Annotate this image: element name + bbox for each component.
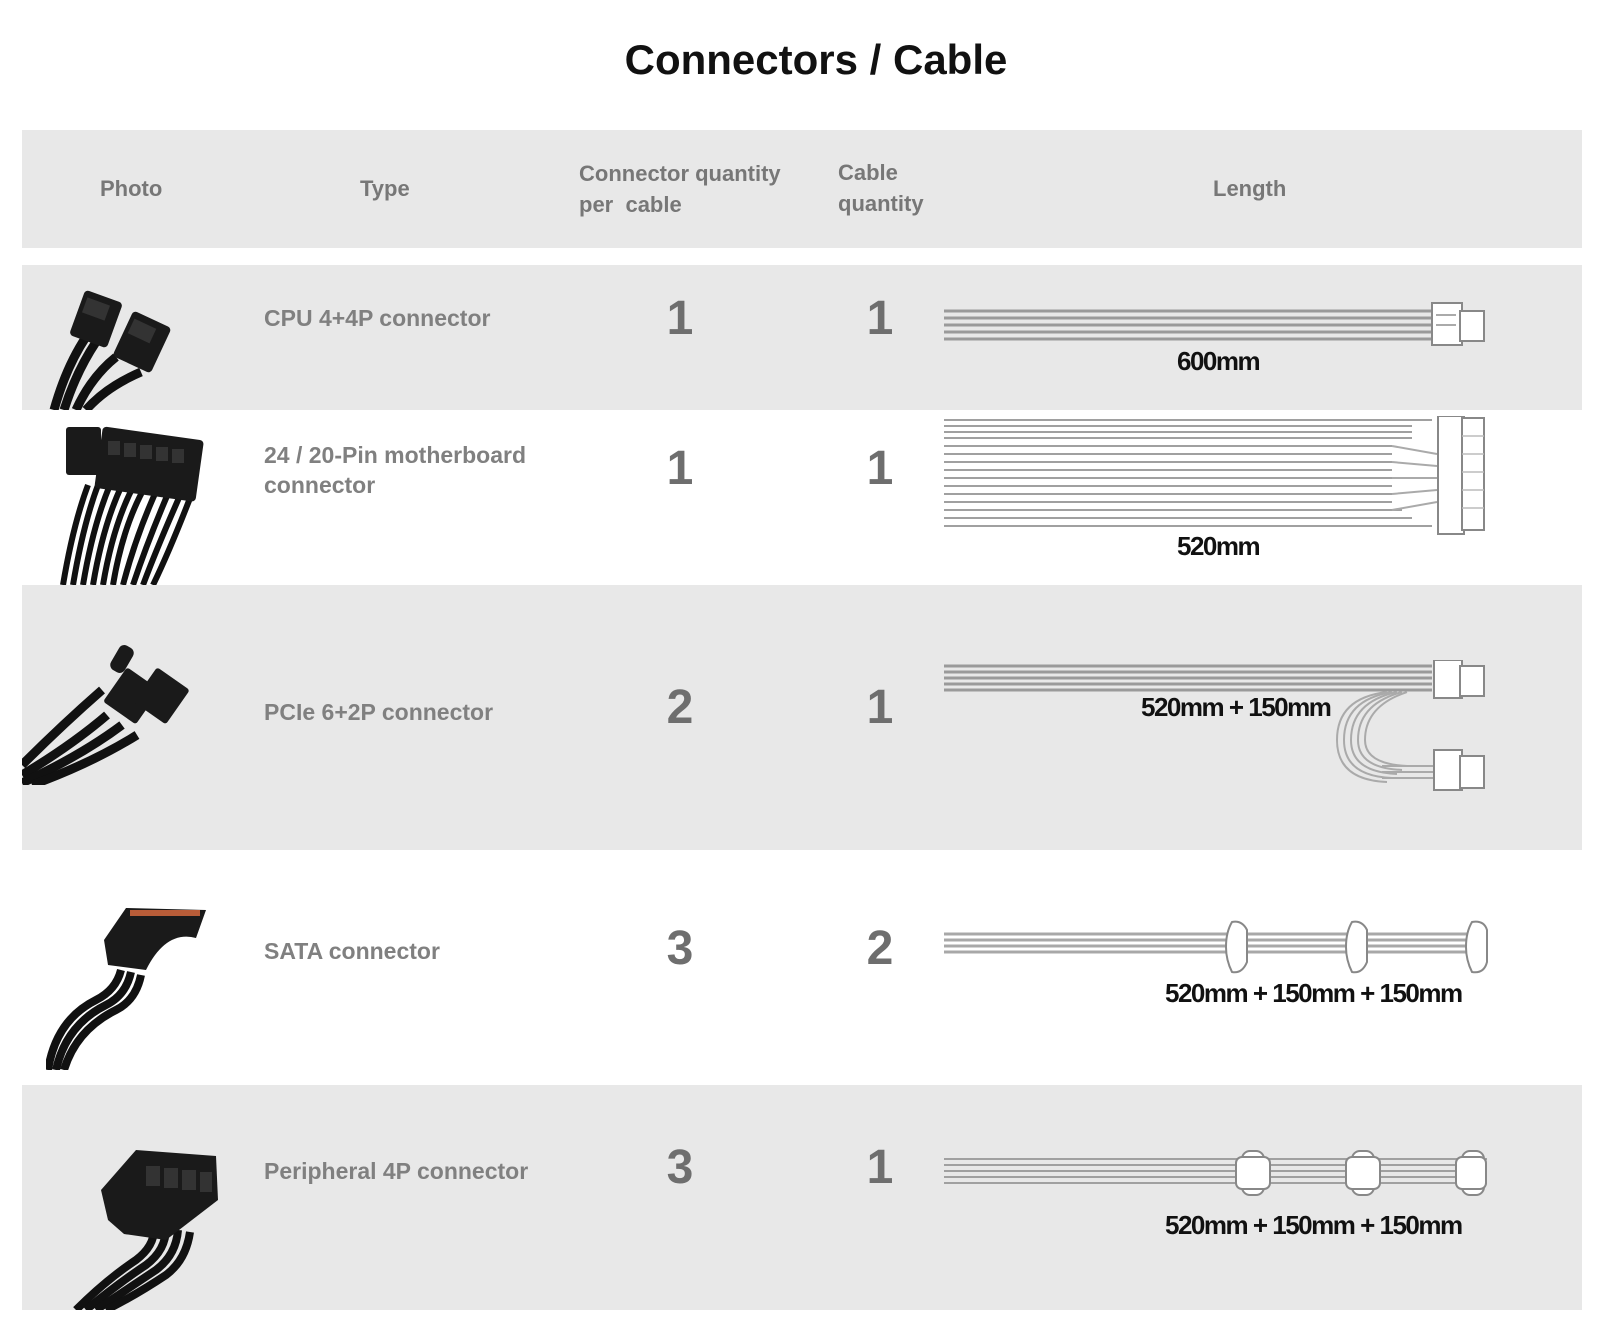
- row-type-line1: CPU 4+4P connector: [264, 305, 491, 331]
- sata-cable-diagram: [944, 920, 1488, 974]
- connector-quantity: 1: [666, 442, 694, 495]
- connector-quantity: 2: [666, 681, 694, 734]
- header-length: Length: [1213, 176, 1287, 201]
- cable-quantity: 1: [866, 292, 894, 345]
- row-type-line1: Peripheral 4P connector: [264, 1158, 529, 1184]
- cable-length: 520mm + 150mm: [1141, 692, 1332, 722]
- header-connector-quantity-line2: per cable: [579, 192, 682, 217]
- row-type: PCIe 6+2P connector: [264, 697, 493, 727]
- header-connector-quantity: Connector quantity per cable: [579, 158, 781, 220]
- pcie-connector-photo-icon: [22, 645, 189, 785]
- cable-quantity: 2: [866, 922, 894, 975]
- cable-length: 600mm: [1177, 346, 1261, 376]
- row-type-line1: 24 / 20-Pin motherboard: [264, 442, 527, 468]
- row-type-line1: SATA connector: [264, 938, 440, 964]
- header-connector-quantity-line1: Connector quantity: [579, 161, 781, 186]
- table-row-peripheral: Peripheral 4P connector 3 1 520mm + 150m…: [22, 1085, 1582, 1310]
- header-cable-quantity: Cable quantity: [838, 157, 924, 219]
- table-header: Photo Type Connector quantity per cable …: [22, 130, 1582, 248]
- table-row-cpu: CPU 4+4P connector 1 1 600mm: [22, 265, 1582, 410]
- header-cable-quantity-line1: Cable: [838, 160, 898, 185]
- peripheral-cable-diagram: [944, 1150, 1487, 1196]
- table-row-motherboard: 24 / 20-Pin motherboard connector 1 1 52…: [22, 410, 1582, 585]
- row-type-line2: connector: [264, 472, 376, 498]
- cable-length: 520mm + 150mm + 150mm: [1165, 1210, 1463, 1240]
- row-type: Peripheral 4P connector: [264, 1156, 528, 1186]
- motherboard-connector-photo-icon: [60, 426, 204, 585]
- connector-quantity: 3: [666, 922, 694, 975]
- cpu-connector-photo-icon: [49, 290, 171, 410]
- row-type: CPU 4+4P connector: [264, 303, 490, 333]
- header-type: Type: [360, 176, 410, 201]
- cable-quantity: 1: [866, 1141, 894, 1194]
- cpu-cable-diagram: [944, 302, 1485, 346]
- row-type-line1: PCIe 6+2P connector: [264, 699, 494, 725]
- sata-connector-photo-icon: [46, 908, 206, 1070]
- header-photo: Photo: [100, 176, 163, 201]
- table-row-sata: SATA connector 3 2 520mm + 150mm + 150mm: [22, 850, 1582, 1070]
- cable-quantity: 1: [866, 442, 894, 495]
- cable-quantity: 1: [866, 681, 894, 734]
- motherboard-cable-diagram: [944, 416, 1485, 535]
- peripheral-connector-photo-icon: [73, 1150, 218, 1310]
- table-row-pcie: PCIe 6+2P connector 2 1 520mm + 150mm: [22, 585, 1582, 850]
- header-cable-quantity-line2: quantity: [838, 191, 924, 216]
- cable-length: 520mm + 150mm + 150mm: [1165, 978, 1463, 1008]
- page-title: Connectors / Cable: [624, 36, 1008, 83]
- connector-quantity: 3: [666, 1141, 694, 1194]
- row-type: 24 / 20-Pin motherboard connector: [264, 440, 526, 500]
- row-type: SATA connector: [264, 936, 440, 966]
- cable-length: 520mm: [1177, 531, 1261, 561]
- pcie-cable-diagram: [944, 660, 1485, 791]
- connector-quantity: 1: [666, 292, 694, 345]
